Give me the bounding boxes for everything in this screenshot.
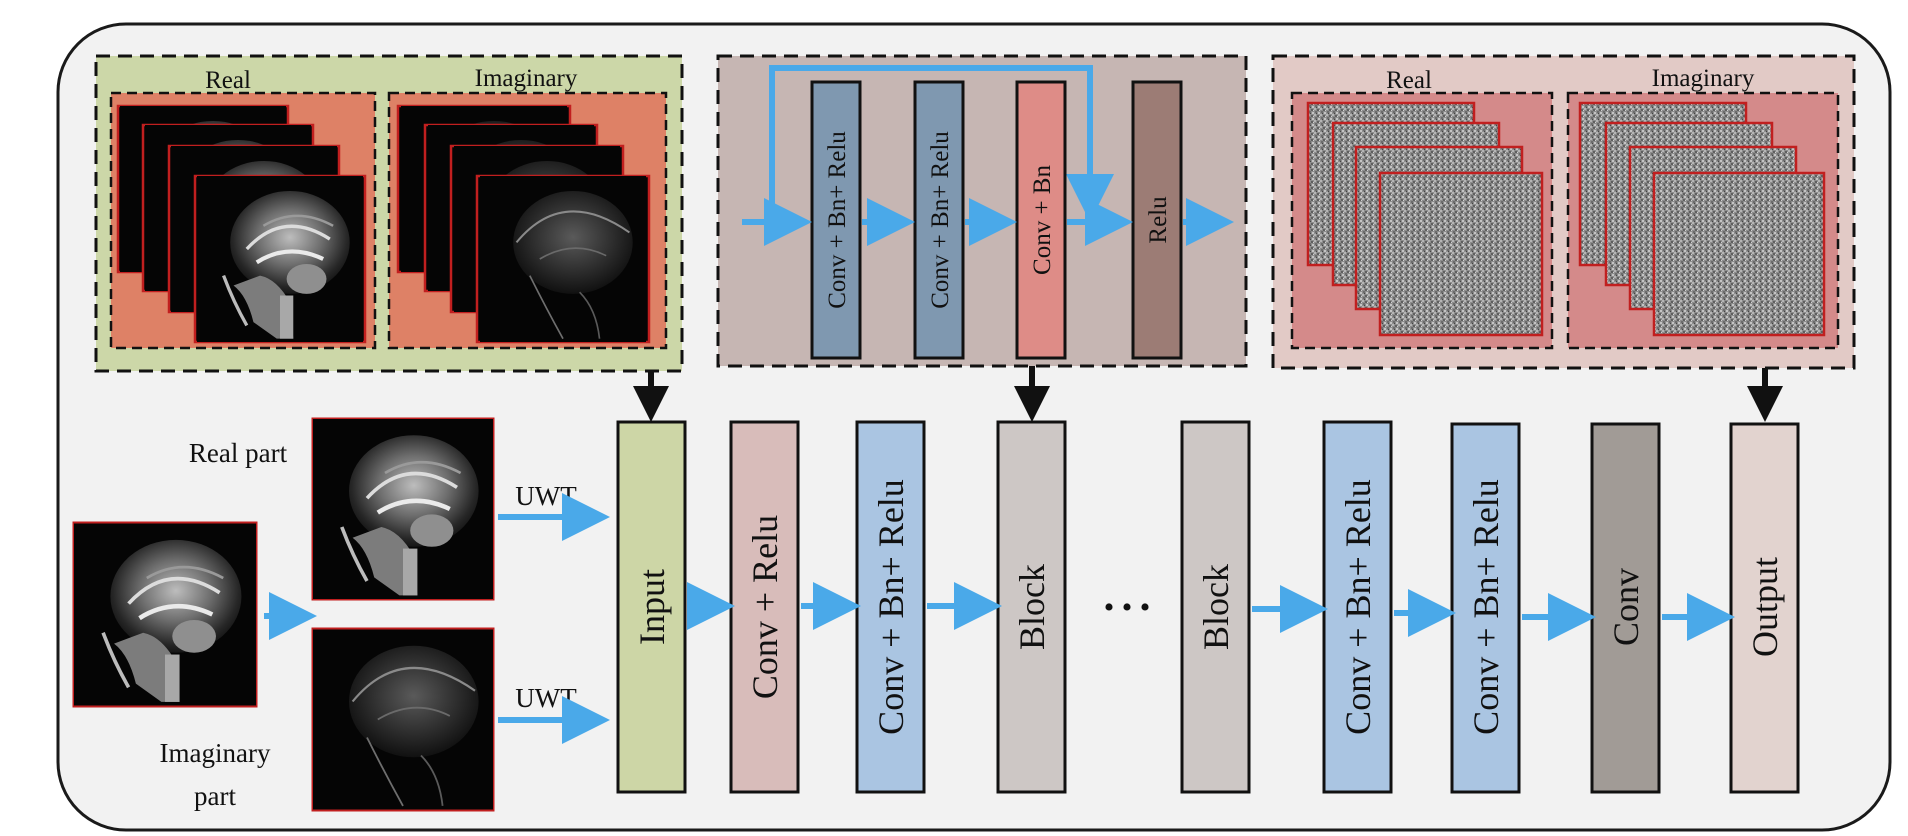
layer-conv-label: Conv (1606, 568, 1646, 646)
input-real-label: Real (205, 67, 251, 94)
block-detail-panel: Conv + Bn+ Relu Conv + Bn+ Relu Conv + B… (716, 54, 1248, 368)
block-layer-3 (1015, 80, 1067, 360)
layer-input (616, 420, 687, 794)
layer-conv (1590, 422, 1661, 794)
block-layer-2-label: Conv + Bn+ Relu (927, 131, 954, 309)
layer-block-2 (1180, 420, 1251, 794)
imaginary-part-image (311, 627, 495, 812)
uwt-label-top: UWT (515, 481, 577, 511)
output-detail-panel: Real Imaginary (1271, 54, 1856, 370)
imaginary-part-label-line1: Imaginary (160, 738, 271, 768)
input-imaginary-label: Imaginary (475, 65, 578, 92)
source-mri-image (72, 521, 258, 708)
layer-output (1729, 422, 1800, 794)
layer-conv-bn-relu-1-label: Conv + Bn+ Relu (871, 479, 911, 735)
skip-connection-arrow (769, 65, 1114, 222)
layer-output-label: Output (1745, 557, 1785, 657)
layer-block-2-label: Block (1196, 564, 1236, 650)
ellipsis: • • • (1104, 591, 1151, 624)
block-layer-1-label: Conv + Bn+ Relu (824, 131, 851, 309)
layer-conv-bn-relu-2-label: Conv + Bn+ Relu (1338, 479, 1378, 735)
layer-conv-relu-label: Conv + Relu (745, 515, 785, 699)
output-imaginary-label: Imaginary (1652, 65, 1755, 92)
layer-conv-bn-relu-3 (1450, 422, 1521, 794)
uwt-label-bottom: UWT (515, 683, 577, 713)
output-real-stack (1290, 91, 1554, 350)
block-layer-2 (913, 80, 965, 360)
layer-input-label: Input (632, 569, 672, 645)
imaginary-part-label-line2: part (194, 781, 236, 811)
pipeline: Input Conv + Relu Conv + Bn+ Relu Block … (616, 420, 1800, 794)
input-imaginary-stack (387, 91, 668, 350)
layer-conv-bn-relu-3-label: Conv + Bn+ Relu (1466, 479, 1506, 735)
input-detail-panel: Real Imaginary (94, 54, 684, 373)
output-imaginary-stack (1566, 91, 1840, 350)
real-part-label: Real part (189, 438, 288, 468)
layer-conv-bn-relu-1 (855, 420, 926, 794)
real-part-image (311, 417, 495, 601)
block-layer-1 (810, 80, 862, 360)
block-layer-4 (1131, 80, 1183, 360)
block-layer-4-label: Relu (1145, 196, 1172, 244)
input-real-stack (109, 91, 377, 350)
block-layer-3-label: Conv + Bn (1029, 165, 1056, 275)
layer-block-1-label: Block (1012, 564, 1052, 650)
output-real-label: Real (1386, 67, 1432, 94)
